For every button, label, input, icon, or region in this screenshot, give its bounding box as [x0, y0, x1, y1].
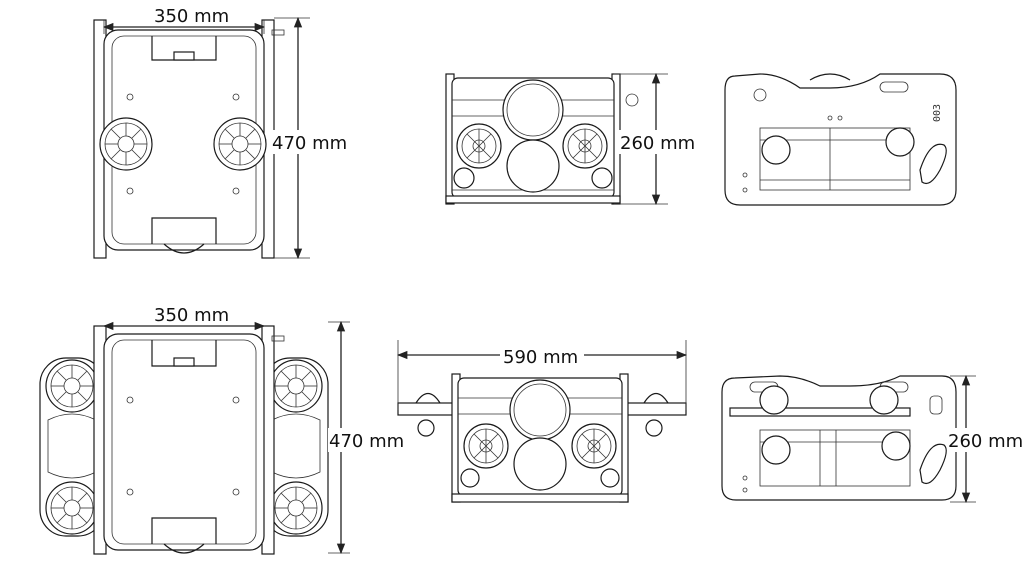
heavy-top-view-width-label: 350 mm — [154, 305, 229, 326]
heavy-front-view-width-label: 590 mm — [503, 347, 578, 368]
side-view-heavy: 260 mm — [721, 374, 1023, 504]
side-plate-marking: 003 — [932, 104, 943, 122]
front-view-heavy: 590 mm — [396, 340, 688, 503]
heavy-top-view-length-label: 470 mm — [329, 431, 404, 452]
front-view-standard: 260 mm — [445, 72, 695, 206]
top-view-standard: 350 mm 470 mm — [93, 6, 347, 260]
side-view-standard: 003 — [724, 73, 957, 206]
top-view-width-label: 350 mm — [154, 6, 229, 27]
heavy-side-view-height-label: 260 mm — [948, 431, 1023, 452]
top-view-heavy: 350 mm 470 mm — [39, 305, 404, 555]
front-view-height-label: 260 mm — [620, 133, 695, 154]
top-view-length-label: 470 mm — [272, 133, 347, 154]
